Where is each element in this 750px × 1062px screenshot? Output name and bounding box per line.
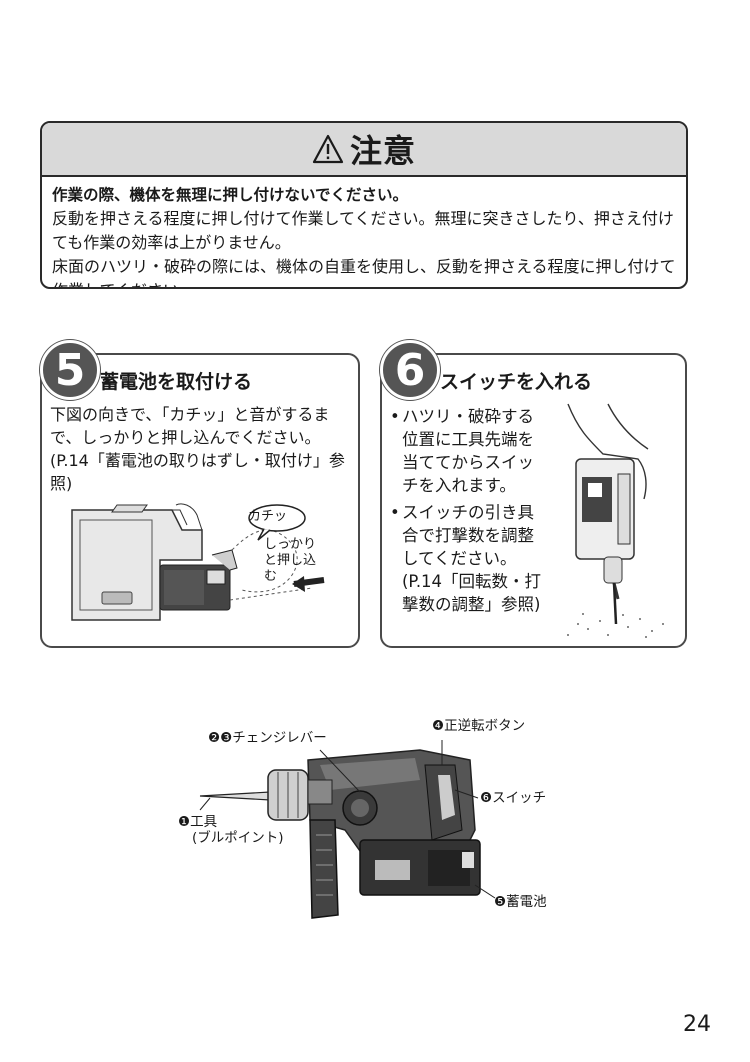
part-number: ❹ xyxy=(432,718,445,734)
step6-bullet-list: •ハツリ・破砕する位置に工具先端を当ててからスイッチを入れます。 •スイッチの引… xyxy=(390,405,548,620)
warning-triangle-icon xyxy=(312,134,344,164)
caution-body: 作業の際、機体を無理に押し付けないでください。 反動を押さえる程度に押し付けて作… xyxy=(42,177,686,287)
caution-lead: 作業の際、機体を無理に押し付けないでください。 xyxy=(52,186,409,204)
caution-title: 注意 xyxy=(349,132,416,170)
step6-number: 6 xyxy=(380,340,440,400)
part-number: ❺ xyxy=(494,894,507,910)
part-label-reverse-button: ❹正逆転ボタン xyxy=(432,718,525,734)
caution-box: 注意 作業の際、機体を無理に押し付けないでください。 反動を押さえる程度に押し付… xyxy=(40,121,688,289)
step5-title: 蓄電池を取付ける xyxy=(100,371,253,393)
caution-paragraph: 反動を押さえる程度に押し付けて作業してください。無理に突きさしたり、押さえ付けて… xyxy=(52,209,674,252)
list-item-text: ハツリ・破砕する位置に工具先端を当ててからスイッチを入れます。 xyxy=(402,407,534,495)
part-number: ❶ xyxy=(178,814,191,830)
part-text: 工具 xyxy=(190,814,218,830)
part-label-change-lever: ❷❸チェンジレバー xyxy=(208,730,327,746)
part-text: スイッチ xyxy=(492,790,547,806)
list-item: •スイッチの引き具合で打撃数を調整してください。(P.14「回転数・打撃数の調整… xyxy=(390,501,548,616)
part-number: ❷❸ xyxy=(208,730,233,746)
caution-header: 注意 xyxy=(42,123,686,177)
step5-panel: 5 蓄電池を取付ける 下図の向きで、「カチッ」と音がするまで、しっかりと押し込ん… xyxy=(40,340,360,648)
part-text: チェンジレバー xyxy=(232,730,327,746)
step5-number: 5 xyxy=(40,340,100,400)
tool-parts-illustration xyxy=(199,740,496,919)
list-item-text: スイッチの引き具合で打撃数を調整してください。(P.14「回転数・打撃数の調整」… xyxy=(402,503,542,614)
part-text: 蓄電池 xyxy=(506,894,547,910)
step5-text: 下図の向きで、「カチッ」と音がするまで、しっかりと押し込んでください。(P.14… xyxy=(50,405,345,493)
part-text: 正逆転ボタン xyxy=(444,718,526,734)
part-label-switch: ❻スイッチ xyxy=(480,790,546,806)
step6-title: スイッチを入れる xyxy=(440,371,593,393)
part-text: (ブルポイント) xyxy=(192,830,284,846)
page-number: 24 xyxy=(683,1012,711,1037)
battery-insert-illustration xyxy=(71,503,325,621)
step6-panel: 6 スイッチを入れる •ハツリ・破砕する位置に工具先端を当ててからスイッチを入れ… xyxy=(380,340,687,648)
part-number: ❻ xyxy=(480,790,493,806)
part-label-tool: ❶工具 (ブルポイント) xyxy=(178,814,284,846)
part-label-battery: ❺蓄電池 xyxy=(494,894,547,910)
list-item: •ハツリ・破砕する位置に工具先端を当ててからスイッチを入れます。 xyxy=(390,405,548,497)
drilling-illustration xyxy=(567,403,664,638)
caution-paragraph: 床面のハツリ・破砕の際には、機体の自重を使用し、反動を押さえる程度に押し付けて作… xyxy=(52,257,676,287)
callout-push-label: しっかりと押し込む xyxy=(264,537,317,584)
callout-click-label: カチッ xyxy=(248,509,288,524)
